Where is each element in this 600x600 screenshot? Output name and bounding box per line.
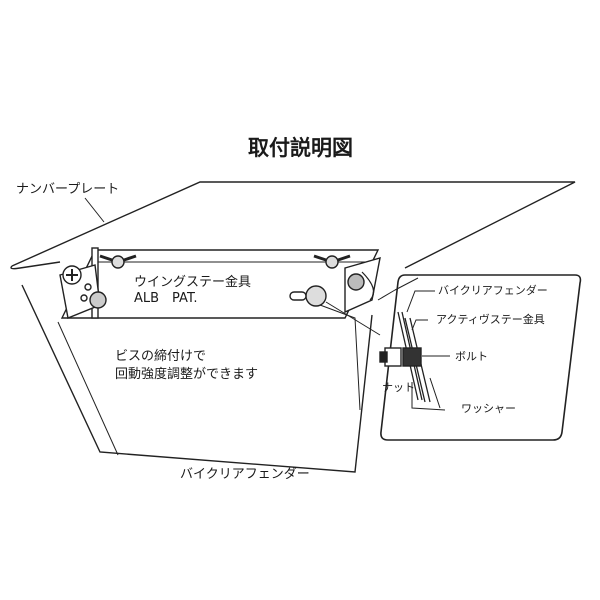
label-adjust-line2: 回動強度調整ができます <box>115 367 259 382</box>
wing-nut-left-icon <box>111 255 125 269</box>
fender-inner-line <box>57 321 119 456</box>
diagram-title: 取付説明図 <box>248 136 353 160</box>
label-alb-pat: ALB PAT. <box>134 291 198 306</box>
detail-label-bolt: ボルト <box>455 350 488 363</box>
detail-box <box>380 274 582 441</box>
detail-bolt-icon <box>402 347 422 367</box>
bolt-right-icon <box>347 273 365 291</box>
number-plate-outline <box>10 181 576 270</box>
label-adjust-line1: ビスの締付けで <box>115 349 207 364</box>
fender-outline <box>21 284 373 473</box>
detail-label-fender: バイクリアフェンダー <box>438 284 548 297</box>
label-wing-stay: ウイングステー金具 <box>134 275 252 290</box>
wing-nut-right-icon <box>325 255 339 269</box>
center-bolt-icon <box>305 285 327 307</box>
detail-label-washer: ワッシャー <box>461 402 516 415</box>
detail-label-nut: ナット <box>382 381 415 394</box>
detail-label-active-stay: アクティヴステー金具 <box>436 313 545 326</box>
number-plate-leader <box>84 197 105 223</box>
label-fender-bottom: バイクリアフェンダー <box>180 467 310 482</box>
label-number-plate: ナンバープレート <box>16 182 120 197</box>
bolt-left-icon <box>89 291 107 309</box>
